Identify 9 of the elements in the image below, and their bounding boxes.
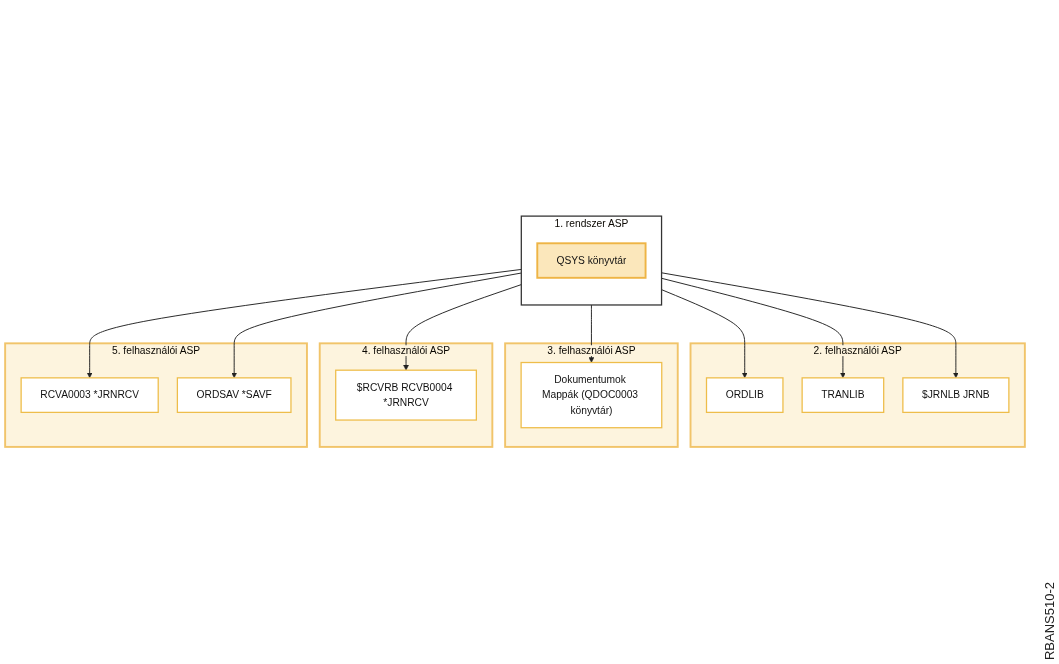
node-box: $JRNLB JRNB: [902, 377, 1010, 414]
node-box: $RCVRB RCVB0004 *JRNRCV: [335, 370, 477, 422]
node-box: TRANLIB: [801, 377, 885, 414]
figure-id: RBANS510-2: [1042, 581, 1057, 660]
node-box: RCVA0003 *JRNRCV: [20, 377, 159, 414]
node-box: QSYS könyvtár: [536, 242, 647, 280]
node-box: ORDSAV *SAVF: [176, 377, 292, 414]
node-box: Dokumentumok Mappák (QDOC0003 könyvtár): [520, 362, 663, 429]
node-box: ORDLIB: [705, 377, 784, 414]
